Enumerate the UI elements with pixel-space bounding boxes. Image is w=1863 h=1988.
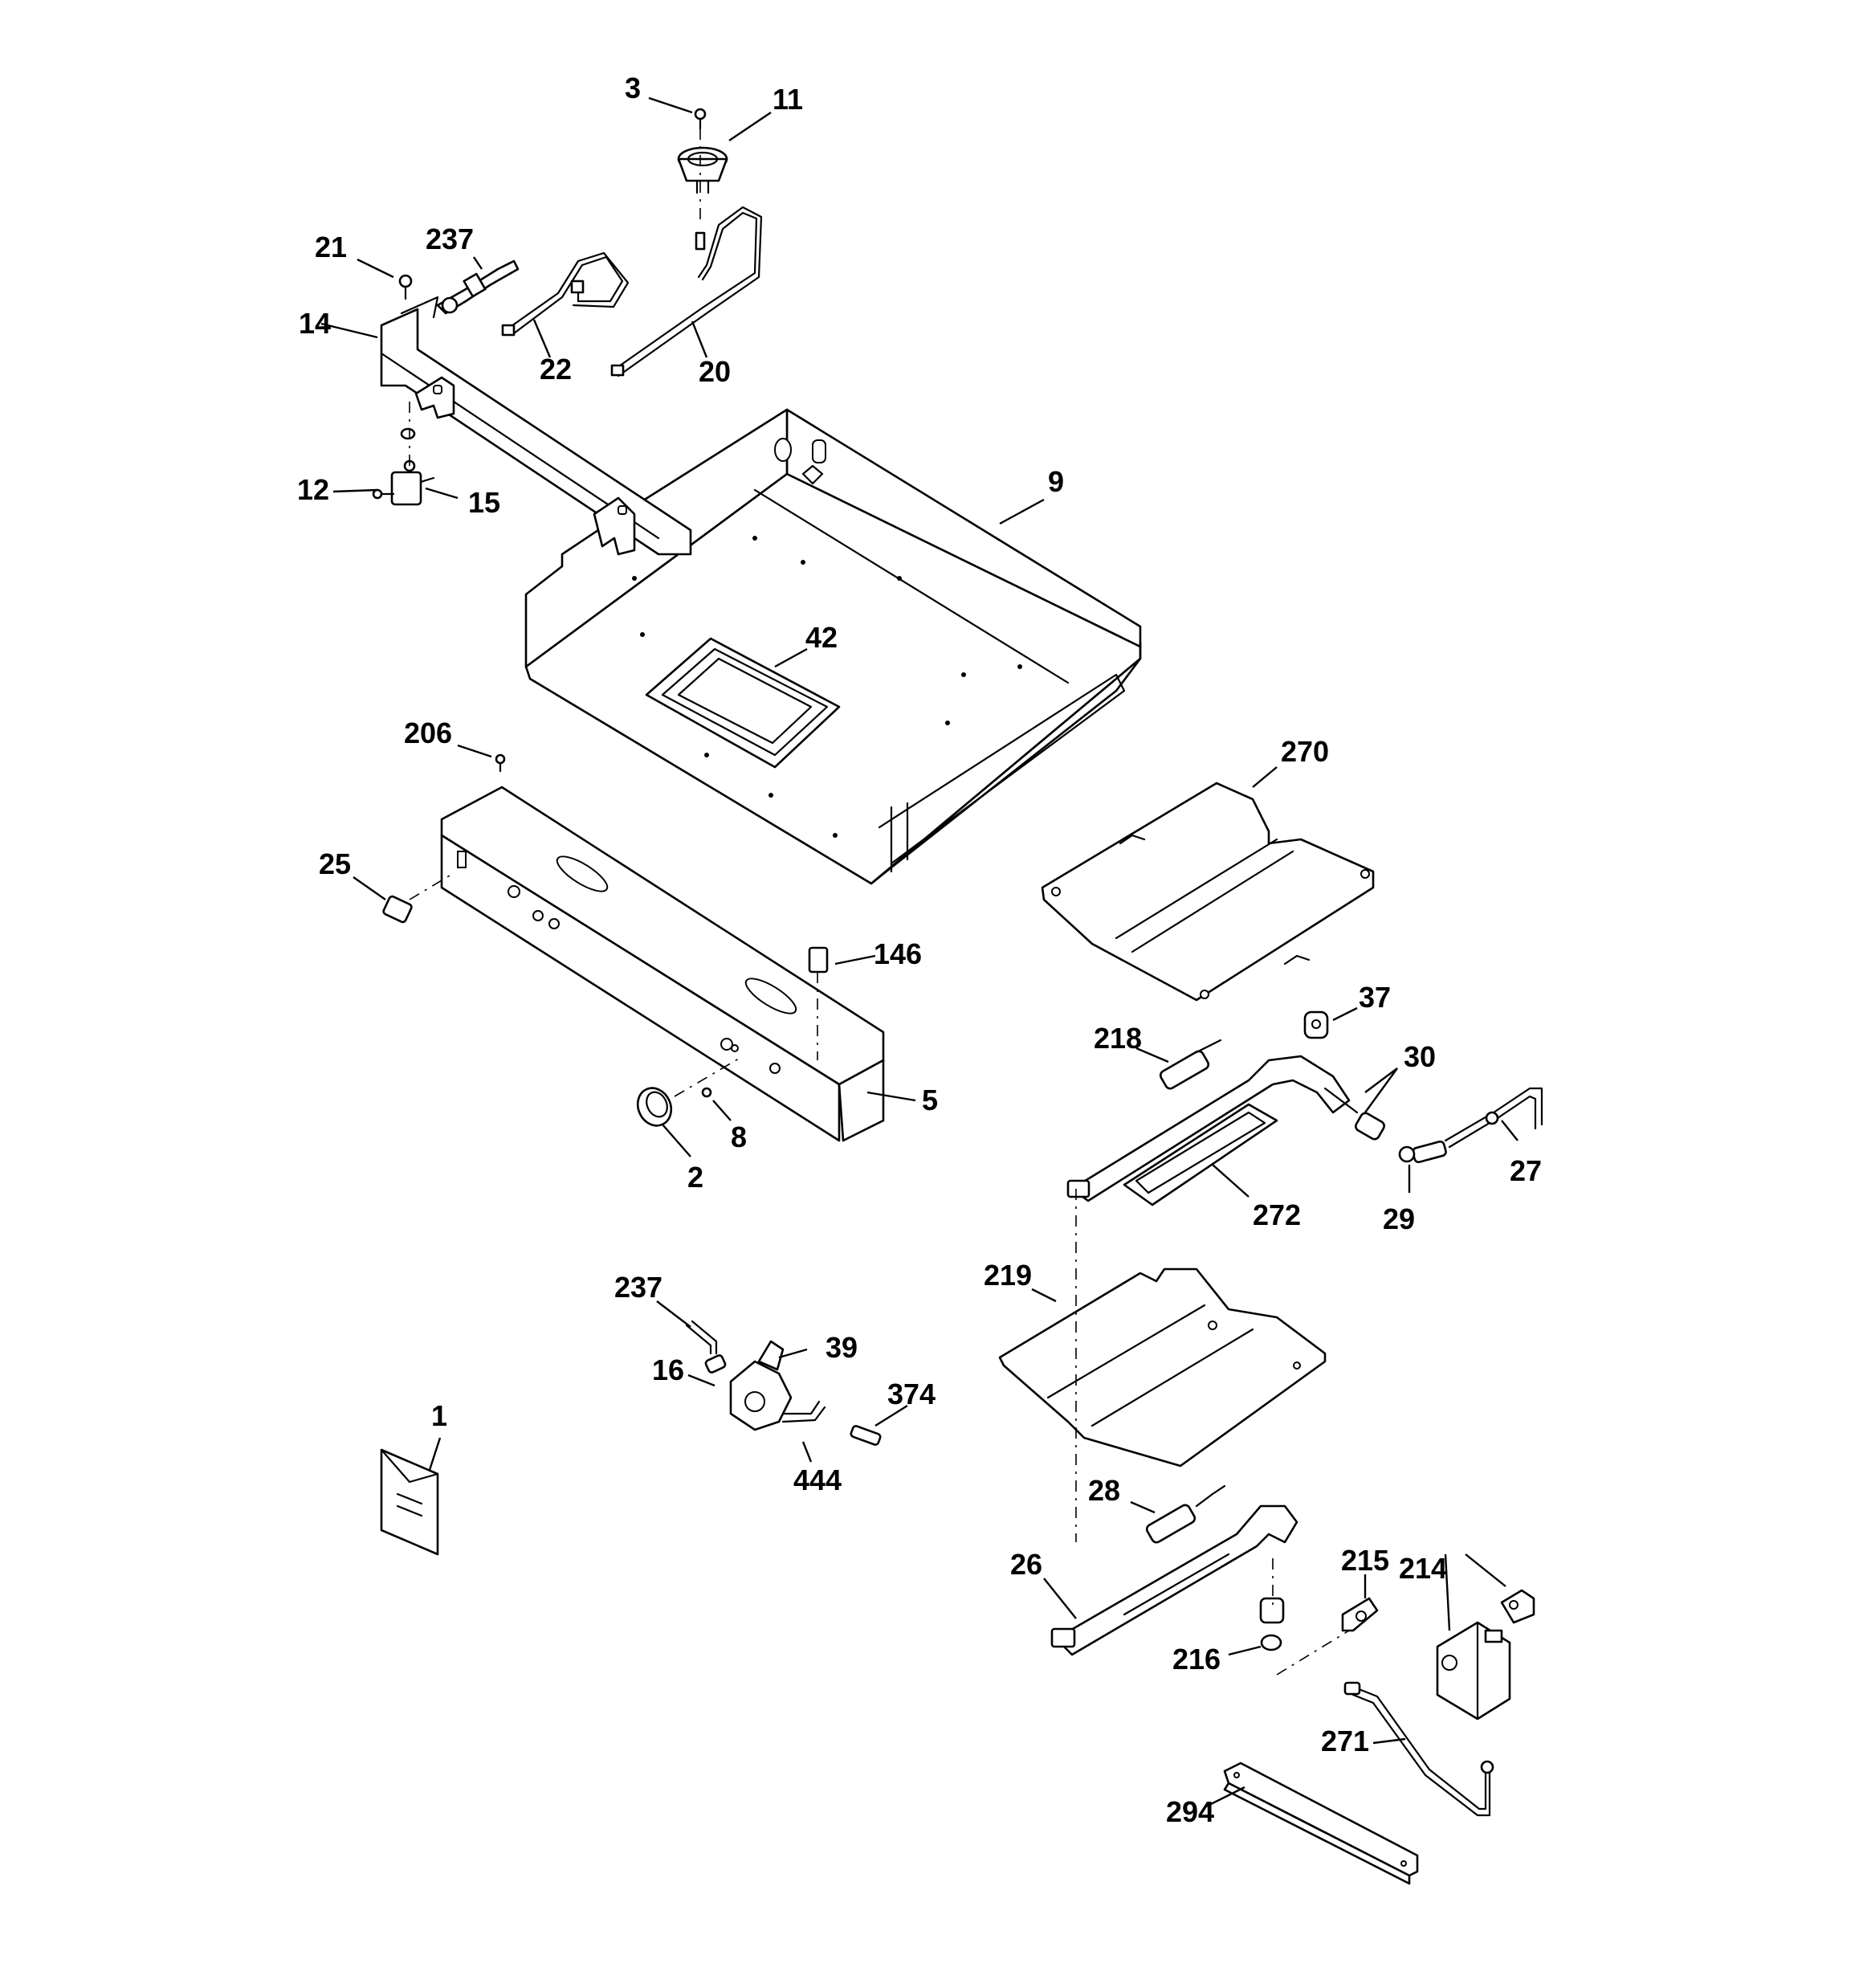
part-294-rail	[1204, 1761, 1419, 1885]
part-444-elbow	[781, 1400, 826, 1463]
callout-28: 28	[1088, 1474, 1120, 1507]
part-29-orifice	[1398, 1140, 1447, 1193]
callout-2: 2	[687, 1161, 703, 1194]
part-42-vent	[645, 637, 841, 769]
callout-219: 219	[984, 1259, 1032, 1292]
callout-25: 25	[319, 847, 351, 880]
callout-237a: 237	[426, 222, 474, 255]
part-1-literature	[380, 1437, 442, 1556]
callout-237b: 237	[614, 1271, 662, 1304]
callout-218: 218	[1094, 1022, 1142, 1055]
part-5-manifold-panel	[440, 786, 916, 1142]
part-11-burner-head	[677, 112, 772, 194]
part-272-flame-spreader	[1123, 1103, 1278, 1206]
part-146-bracket	[808, 946, 876, 1060]
callout-14: 14	[299, 307, 331, 340]
part-28-igniter	[1130, 1484, 1226, 1544]
callout-39: 39	[826, 1331, 858, 1364]
upper-burner-tube	[1066, 1055, 1359, 1202]
callout-5: 5	[922, 1084, 938, 1116]
part-27-gas-tube	[1444, 1087, 1543, 1149]
part-237-fitting-top	[436, 256, 520, 315]
callout-21: 21	[315, 231, 347, 263]
part-206-screw	[457, 744, 506, 773]
callout-12: 12	[297, 473, 329, 506]
callout-42: 42	[805, 621, 838, 654]
part-8-screw	[701, 1087, 732, 1121]
callout-11: 11	[773, 83, 803, 116]
part-37-bracket	[1303, 1006, 1358, 1039]
callout-16: 16	[652, 1353, 684, 1386]
callout-272: 272	[1253, 1198, 1301, 1231]
part-20-gas-tube	[610, 206, 763, 378]
part-26-lower-burner	[1043, 1504, 1298, 1656]
callout-20: 20	[699, 355, 731, 388]
callout-214: 214	[1399, 1552, 1447, 1585]
callout-294: 294	[1166, 1795, 1214, 1828]
part-216-nut	[1228, 1558, 1285, 1656]
callout-270: 270	[1281, 735, 1329, 768]
callout-146: 146	[874, 937, 922, 970]
callout-22: 22	[540, 353, 572, 386]
callout-444: 444	[793, 1463, 842, 1496]
callout-3: 3	[625, 71, 641, 104]
callout-30: 30	[1404, 1040, 1436, 1073]
callout-15: 15	[468, 486, 500, 519]
part-237-fitting	[656, 1300, 718, 1355]
callout-1: 1	[431, 1399, 447, 1432]
callout-26: 26	[1010, 1548, 1042, 1581]
part-25-clip	[353, 875, 450, 924]
callout-29: 29	[1383, 1202, 1415, 1235]
part-270-baffle	[1041, 766, 1375, 1002]
callout-271: 271	[1321, 1725, 1369, 1757]
part-12-part-15-valve-bracket	[332, 402, 459, 506]
part-22-gas-tube	[501, 251, 630, 358]
callout-216: 216	[1172, 1643, 1221, 1676]
callout-9: 9	[1048, 465, 1064, 498]
part-30-orifice-holder	[1355, 1067, 1398, 1141]
part-374-orifice	[850, 1404, 908, 1446]
part-271-gas-tube	[1343, 1681, 1494, 1817]
callout-215: 215	[1341, 1544, 1389, 1577]
part-2-knob	[636, 1055, 744, 1157]
part-21-screw	[357, 258, 413, 300]
part-3-screw	[648, 96, 707, 225]
callout-labels: 3 11 21 237 14 22 20 9 12 15 42 206 270 …	[297, 71, 1542, 1828]
part-14-manifold	[320, 296, 692, 556]
part-39-regulator	[729, 1340, 808, 1431]
part-16-coupling	[687, 1354, 727, 1387]
part-215-bracket	[1276, 1574, 1379, 1676]
part-219-baffle	[998, 1268, 1327, 1468]
part-218-igniter	[1135, 1039, 1222, 1090]
callout-27: 27	[1510, 1154, 1542, 1187]
callout-206: 206	[404, 716, 452, 749]
callout-374: 374	[887, 1378, 936, 1410]
callout-37: 37	[1359, 981, 1391, 1014]
callout-8: 8	[731, 1121, 747, 1153]
part-214-valve	[1436, 1553, 1535, 1721]
